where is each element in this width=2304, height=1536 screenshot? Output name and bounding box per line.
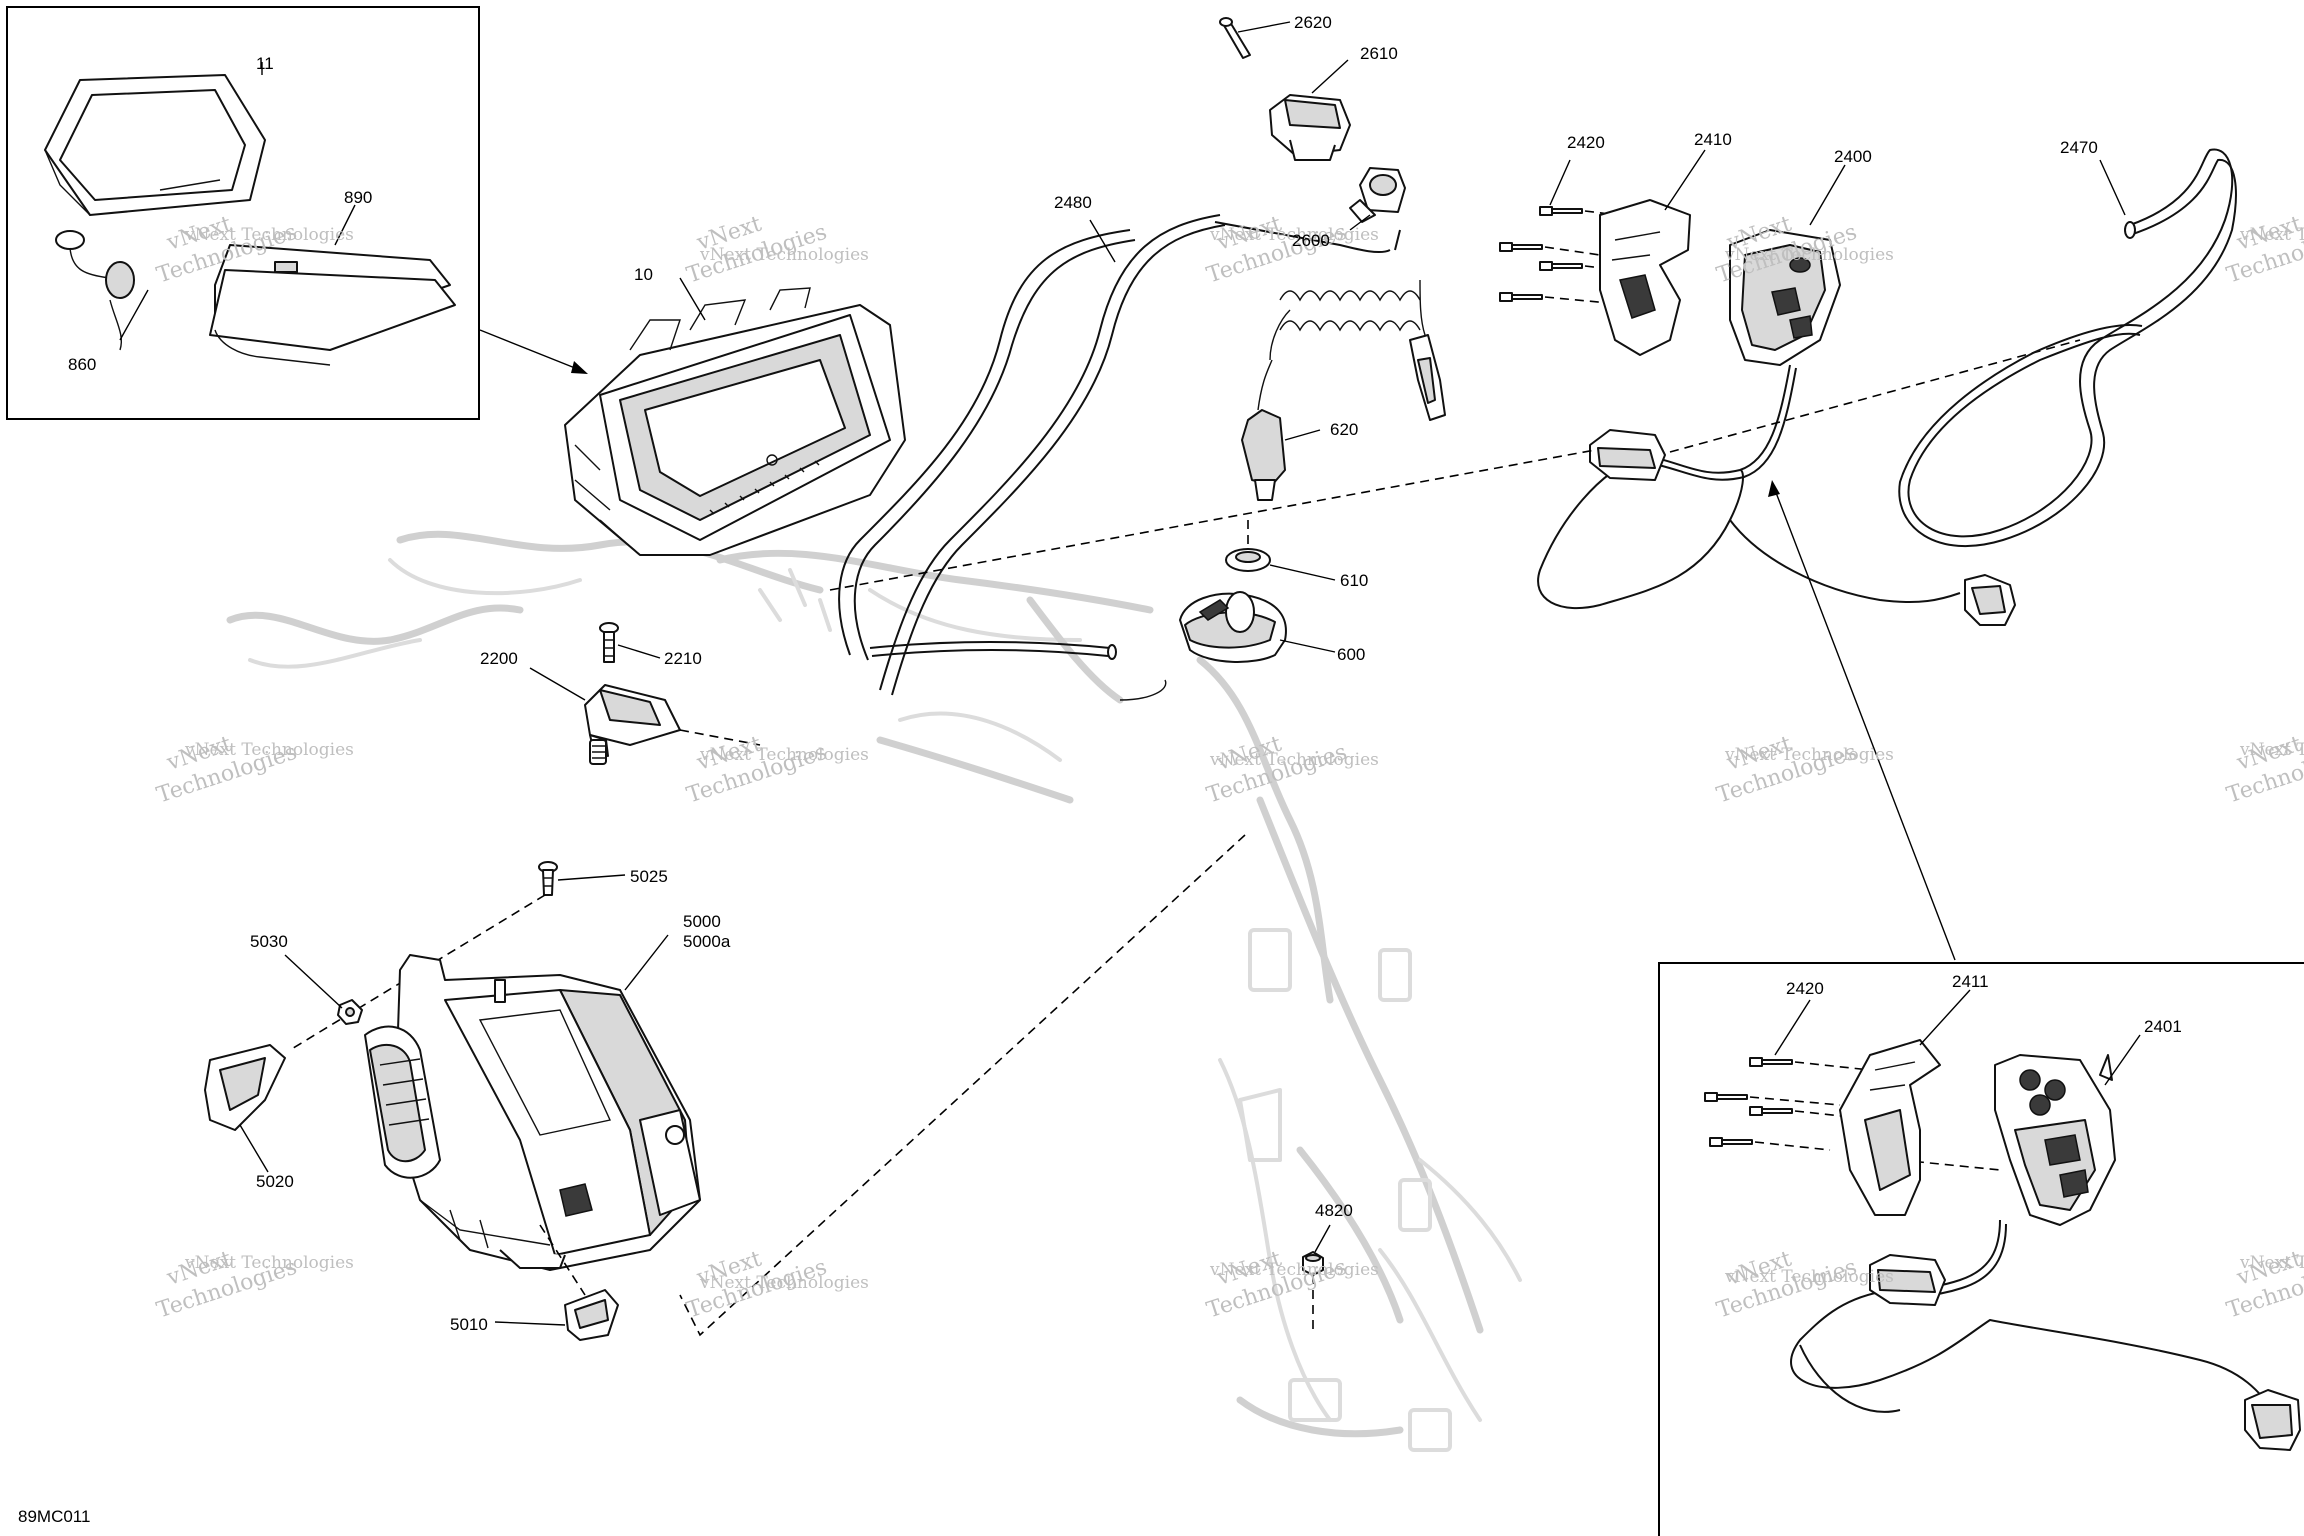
callout-2620: 2620 <box>1294 13 1332 32</box>
watermark-overlay: vNext Technologies <box>2239 740 2304 760</box>
watermark-overlay: vNext Technologies <box>1724 745 1894 765</box>
ring-part-610 <box>1225 548 1271 572</box>
callout-5000: 5000 <box>683 912 721 931</box>
callout-labels: 11 890 860 10 2620 2610 2600 2480 620 61… <box>18 13 2182 1526</box>
callout-10: 10 <box>634 265 653 284</box>
watermark-overlay: vNext Technologies <box>1724 245 1894 265</box>
post-part-600 <box>1179 591 1287 663</box>
switch-housing-part-2400 <box>1729 229 1841 366</box>
callout-2420: 2420 <box>1567 133 1605 152</box>
watermark-overlay: vNext Technologies <box>1209 1260 1379 1280</box>
arrowhead <box>1768 480 1780 497</box>
cover-part-890 <box>209 244 456 366</box>
callout-5025: 5025 <box>630 867 668 886</box>
switch-part-2600 <box>1349 167 1406 223</box>
watermark-overlay: vNext Technologies <box>184 1253 354 1273</box>
bracket-part-2610 <box>1269 94 1351 161</box>
callout-2470: 2470 <box>2060 138 2098 157</box>
callout-2610: 2610 <box>1360 44 1398 63</box>
callout-2480: 2480 <box>1054 193 1092 212</box>
watermark-overlay: vNext Technologies <box>2239 1253 2304 1273</box>
callout-2401: 2401 <box>2144 1017 2182 1036</box>
callout-2410: 2410 <box>1694 130 1732 149</box>
callout-4820: 4820 <box>1315 1201 1353 1220</box>
callout-620: 620 <box>1330 420 1358 439</box>
callout-2210: 2210 <box>664 649 702 668</box>
watermark-overlay: vNext Technologies <box>699 245 869 265</box>
clip-part-5010 <box>564 1289 619 1341</box>
hose-part-2480 <box>838 214 1401 701</box>
callout-890: 890 <box>344 188 372 207</box>
screw-part-2210 <box>599 622 619 663</box>
watermark-overlay: vNext Technologies <box>1724 1267 1894 1287</box>
callout-2420-inset: 2420 <box>1786 979 1824 998</box>
display-part-11 <box>44 74 266 216</box>
callout-600: 600 <box>1337 645 1365 664</box>
nut-part-4820 <box>1302 1251 1324 1276</box>
ghost-frame-background <box>226 530 1522 1452</box>
bracket-part-5020 <box>204 1044 286 1131</box>
callout-11: 11 <box>256 54 274 73</box>
watermark-overlay: vNext Technologies <box>1209 225 1379 245</box>
callout-5030: 5030 <box>250 932 288 951</box>
watermark-overlay: vNext Technologies <box>1209 750 1379 770</box>
housing-part-2410 <box>1599 199 1691 356</box>
watermark-overlay: vNext Technologies <box>184 740 354 760</box>
callout-2200: 2200 <box>480 649 518 668</box>
screws-part-2420 <box>1499 206 1583 302</box>
callout-5020: 5020 <box>256 1172 294 1191</box>
screw-part-2620 <box>1219 17 1251 59</box>
callout-2600: 2600 <box>1292 231 1330 250</box>
callout-860: 860 <box>68 355 96 374</box>
callout-610: 610 <box>1340 571 1368 590</box>
nut-part-5030 <box>337 999 363 1025</box>
watermark-overlay: vNext Technologies <box>699 1273 869 1293</box>
callout-2400: 2400 <box>1834 147 1872 166</box>
sensor-part-2200 <box>584 684 681 765</box>
ecm-part-5000 <box>364 954 701 1271</box>
callout-2411: 2411 <box>1952 972 1989 991</box>
connector-part-860 <box>55 230 135 351</box>
instrument-cluster-part-10 <box>564 287 906 556</box>
callout-5010: 5010 <box>450 1315 488 1334</box>
inset-arrow-to-10 <box>479 329 581 371</box>
diagram-code: 89MC011 <box>18 1507 90 1526</box>
watermark-overlay: vNext Technologies <box>699 745 869 765</box>
watermark-overlay: vNext Technologies <box>2239 225 2304 245</box>
harness-part-2400 <box>1537 364 2016 626</box>
inset-box-display <box>6 6 480 420</box>
callout-5000a: 5000a <box>683 932 731 951</box>
watermark-overlay: vNext Technologies <box>184 225 354 245</box>
inset-box-switch <box>1658 962 2304 1536</box>
hose-part-2470 <box>1898 148 2237 548</box>
screw-part-5025 <box>538 861 558 896</box>
arrowhead <box>571 361 588 374</box>
lanyard-part-620 <box>1241 279 1446 501</box>
